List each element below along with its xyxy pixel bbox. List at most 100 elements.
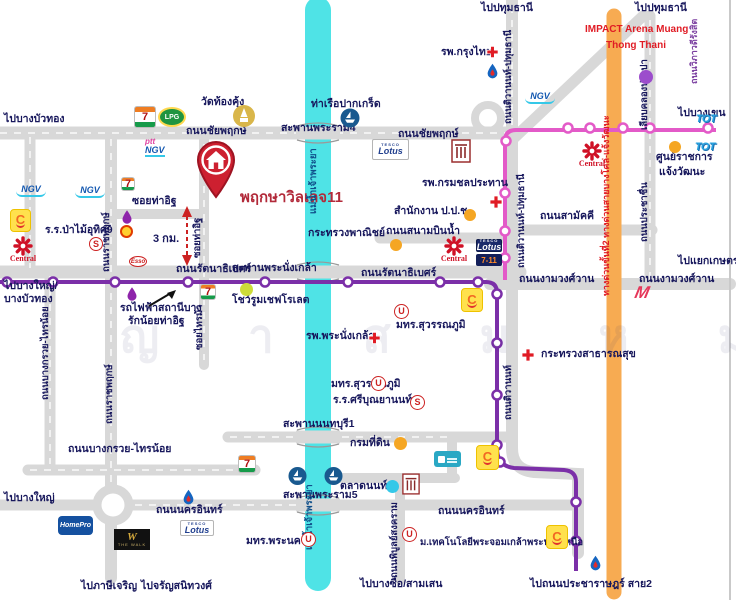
bangkruai-sainoi-road-v: ถนนบางกรวย-ไทรน้อย — [40, 306, 51, 400]
arrow-ne-icon — [146, 286, 180, 310]
to-bang-khen: ไปบางเขน — [678, 107, 726, 119]
pink-line-station — [499, 187, 511, 199]
pink-line-station — [500, 135, 512, 147]
chao-phraya-river-upper: แม่น้ำเจ้าพระยา — [308, 148, 319, 214]
rama4-bridge: สะพานพระราม4 — [281, 122, 356, 134]
to-bangyai-line1: ไปบางใหญ่/ — [4, 280, 58, 292]
tiwanon-road: ถนนติวานนท์ — [503, 365, 514, 420]
pier-icon-right — [324, 466, 343, 485]
to-phasi-charoen: ไปภาษีเจริญ — [81, 580, 138, 592]
chevrolet-showroom: โชว์รูมเชฟโรเลต — [232, 294, 310, 306]
building-icon-1 — [451, 139, 471, 163]
hospital-cross-icon-krungthai — [486, 45, 499, 58]
gov-center-line2: แจ้งวัฒนะ — [659, 166, 706, 178]
hospital-cross-icon-health — [518, 345, 537, 364]
ngv-icon-1: NGV — [16, 183, 46, 197]
purple-line-station — [47, 276, 59, 288]
wat-thong-khung: วัดท้องคุ้ง — [201, 96, 245, 108]
tiwanon-pathum-road-upper: ถนนติวานนท์-ปทุมธานี — [503, 29, 514, 124]
lpg-icon: LPG — [158, 107, 186, 127]
central-icon-2: Central — [438, 232, 470, 266]
soi-tha-it-v: ซอยท่าอิฐ — [192, 217, 203, 258]
rattanathibet-right: ถนนรัตนาธิเบศร์ — [361, 267, 437, 279]
seven-eleven-icon-1: 7 — [134, 106, 156, 128]
hospital-cross-icon-phranangklao — [368, 331, 381, 344]
watermark-text: ญ า ส ม ห ม — [120, 310, 736, 362]
bigc-icon-4: C — [546, 525, 568, 549]
university-u-icon-3: U — [301, 532, 316, 547]
to-pracharat-sai2: ไปถนนประชาราษฎร์ สาย2 — [530, 578, 652, 590]
university-u-icon-4: U — [402, 527, 417, 542]
purple-line-station — [1, 276, 13, 288]
purple-dot-icon — [639, 70, 653, 84]
to-bangyai-line2: บางบัวทอง — [4, 293, 53, 305]
nacc-dot-icon — [464, 209, 476, 221]
soi-sai-ma: ซอยไทรม้า — [194, 304, 205, 350]
rama5-bridge: สะพานพระราม5 — [283, 489, 358, 501]
to-pathum-thani-1: ไปปทุมธานี — [481, 2, 533, 14]
ratchaphruek-road-lower: ถนนราชพฤกษ์ — [104, 364, 115, 424]
nakhon-in-right: ถนนนครอินทร์ — [438, 505, 505, 517]
tot-icon-1: TOT — [695, 113, 717, 125]
nonthaburi1-bridge: สะพานนนทบุรี1 — [283, 418, 355, 430]
tot-icon-2: TOT — [694, 141, 716, 153]
phra-nangklao-hospital: รพ.พระนั่งเกล้า — [306, 330, 375, 342]
map-frame-edge — [729, 0, 731, 600]
talat-dot-icon — [386, 480, 399, 493]
vibhavadi-road: ถนนวิภาวดีรังสิต — [689, 18, 699, 84]
land-dept-dot-icon — [394, 437, 407, 450]
purple-line-station — [342, 276, 354, 288]
temple-icon — [232, 104, 256, 128]
distance-arrow — [182, 206, 192, 266]
phibun-songkhram-road: ถนนพิบูลย์สงคราม — [389, 502, 400, 578]
sanambinnam-road: ถนนสนามบินน้ำ — [386, 225, 461, 237]
samakkhi-road: ถนนสามัคคี — [540, 210, 594, 222]
sriboonyanon-school: ร.ร.ศรีบุณยานนท์ — [333, 394, 413, 406]
pier-icon-pakkret — [340, 108, 360, 128]
bigc-icon-2: C — [461, 288, 483, 312]
seven-eleven-icon-2: 7 — [121, 177, 135, 191]
shell-icon — [120, 225, 133, 238]
commerce-ministry: กระทรวงพาณิชย์ — [308, 227, 386, 239]
pink-line-station — [562, 122, 574, 134]
ptt-drop-icon-2 — [182, 488, 195, 505]
purple-line-station — [109, 276, 121, 288]
bangkruai-sainoi-road: ถนนบางกรวย-ไทรน้อย — [68, 443, 172, 455]
purple-line-station — [259, 276, 271, 288]
distance-3km: 3 กม. — [153, 233, 180, 245]
pink-line-station — [499, 225, 511, 237]
purple-line-station — [472, 276, 484, 288]
tiwanon-pathum-road-mid: ถนนติวานนท์-ปทุมธานี — [516, 173, 527, 268]
the-mall-icon: M — [632, 283, 652, 302]
rmut-phranakhon: มทร.พระนคร — [246, 535, 307, 547]
mrt-station-line2: รักน้อยท่าอิฐ — [128, 315, 185, 327]
pamai-uthit9-school: ร.ร.ป่าไม้อุทิศ9 — [45, 224, 113, 236]
purple-line-station — [182, 276, 194, 288]
roundabout — [92, 484, 134, 526]
esso-icon: Esso — [129, 256, 147, 267]
bigc-icon-1: C — [10, 209, 31, 232]
health-ministry: กระทรวงสาธารณสุข — [541, 348, 636, 360]
to-bangsue: ไปบางซื่อ/สามเสน — [360, 578, 443, 590]
central-icon-1: Central — [7, 232, 39, 266]
school-s-icon-2: S — [410, 395, 425, 410]
ptt-drop-icon-purple-2 — [126, 286, 138, 301]
pruksa-village-11: พฤกษาวิลเลจ11 — [240, 189, 343, 206]
building-icon-2 — [402, 473, 420, 495]
to-bang-bua-thong: ไปบางบัวทอง — [4, 113, 65, 125]
krungthai-hospital: รพ.กรุงไทย — [441, 46, 492, 58]
gov-center-dot-icon — [669, 141, 681, 153]
rattanathibet-left: ถนนรัตนาธิเบศร์ — [176, 263, 252, 275]
soi-tha-it: ซอยท่าอิฐ — [132, 195, 177, 207]
ngv-icon-3: NGV — [525, 90, 555, 104]
chaiyaphruek-road-right: ถนนชัยพฤกษ์ — [398, 128, 459, 140]
pink-line-station — [644, 122, 656, 134]
seven-eleven-icon-3: 7 — [200, 284, 216, 300]
